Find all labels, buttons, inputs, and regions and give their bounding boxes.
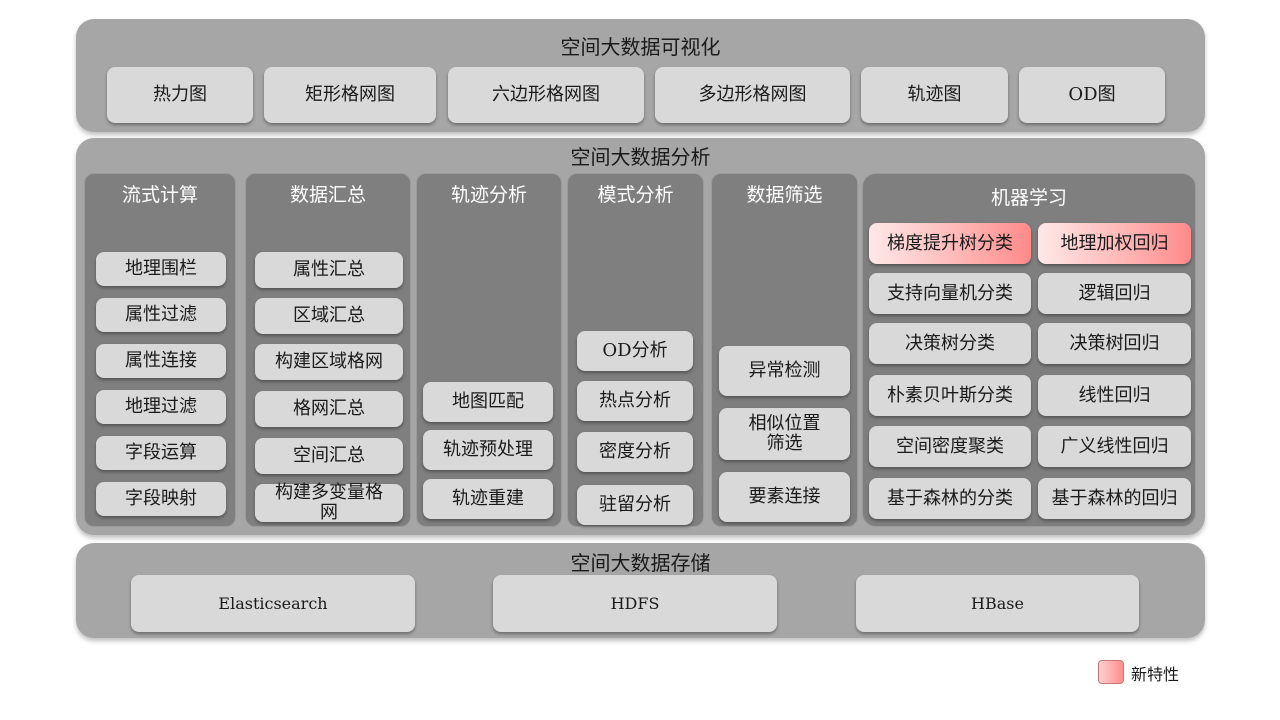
ml-right-item: 基于森林的回归 — [1038, 478, 1191, 519]
trajectory-column: 轨迹分析 地图匹配 轨迹预处理 轨迹重建 — [416, 173, 562, 527]
ml-left-item: 空间密度聚类 — [869, 426, 1031, 467]
filter-column: 数据筛选 异常检测 相似位置筛选 要素连接 — [711, 173, 858, 527]
storage-elasticsearch-box: Elasticsearch — [131, 575, 415, 632]
ml-right-item: 线性回归 — [1038, 375, 1191, 416]
storage-hbase-box: HBase — [856, 575, 1139, 632]
stream-item: 属性过滤 — [96, 298, 226, 332]
aggregation-item: 格网汇总 — [255, 391, 403, 427]
filter-title: 数据筛选 — [746, 184, 823, 206]
viz-hex-grid-box: 六边形格网图 — [448, 67, 644, 123]
filter-item: 相似位置筛选 — [719, 408, 850, 460]
ml-left-item: 支持向量机分类 — [869, 273, 1031, 314]
stream-item: 地理围栏 — [96, 252, 226, 286]
pattern-column: 模式分析 OD分析 热点分析 密度分析 驻留分析 — [567, 173, 704, 527]
ml-column: 机器学习 梯度提升树分类 支持向量机分类 决策树分类 朴素贝叶斯分类 空间密度聚… — [862, 173, 1196, 527]
analysis-panel: 空间大数据分析 流式计算 地理围栏 属性过滤 属性连接 地理过滤 字段运算 字段… — [76, 138, 1205, 535]
ml-right-item: 广义线性回归 — [1038, 426, 1191, 467]
viz-rect-grid-box: 矩形格网图 — [264, 67, 436, 123]
aggregation-item: 构建多变量格网 — [255, 483, 403, 522]
ml-left-item: 朴素贝叶斯分类 — [869, 375, 1031, 416]
ml-gbt-classification-box: 梯度提升树分类 — [869, 223, 1031, 264]
filter-item: 要素连接 — [719, 472, 850, 522]
pattern-item: 热点分析 — [577, 381, 693, 421]
pattern-item: 驻留分析 — [577, 485, 693, 525]
stream-title: 流式计算 — [121, 184, 198, 206]
filter-item: 异常检测 — [719, 346, 850, 396]
ml-gwr-box: 地理加权回归 — [1038, 223, 1191, 264]
ml-right-item: 决策树回归 — [1038, 323, 1191, 364]
viz-trajectory-box: 轨迹图 — [861, 67, 1008, 123]
viz-od-box: OD图 — [1019, 67, 1165, 123]
analysis-title: 空间大数据分析 — [570, 145, 711, 169]
new-feature-legend-swatch — [1098, 660, 1124, 684]
aggregation-item: 属性汇总 — [255, 252, 403, 288]
aggregation-item: 区域汇总 — [255, 298, 403, 334]
aggregation-title: 数据汇总 — [289, 184, 366, 206]
aggregation-column: 数据汇总 属性汇总 区域汇总 构建区域格网 格网汇总 空间汇总 构建多变量格网 — [245, 173, 411, 527]
trajectory-item: 轨迹重建 — [423, 479, 553, 519]
stream-item: 字段运算 — [96, 436, 226, 470]
stream-item: 地理过滤 — [96, 390, 226, 424]
ml-right-item: 逻辑回归 — [1038, 273, 1191, 314]
visualization-panel: 空间大数据可视化 热力图 矩形格网图 六边形格网图 多边形格网图 轨迹图 OD图 — [76, 19, 1205, 132]
stream-item: 属性连接 — [96, 344, 226, 378]
storage-title: 空间大数据存储 — [570, 551, 711, 575]
ml-title: 机器学习 — [990, 187, 1067, 209]
ml-left-item: 基于森林的分类 — [869, 478, 1031, 519]
stream-column: 流式计算 地理围栏 属性过滤 属性连接 地理过滤 字段运算 字段映射 — [84, 173, 236, 527]
pattern-title: 模式分析 — [597, 184, 674, 206]
trajectory-item: 地图匹配 — [423, 382, 553, 422]
new-feature-legend-label: 新特性 — [1131, 665, 1180, 684]
aggregation-item: 空间汇总 — [255, 438, 403, 474]
stream-item: 字段映射 — [96, 482, 226, 516]
visualization-title: 空间大数据可视化 — [560, 35, 721, 59]
viz-polygon-grid-box: 多边形格网图 — [655, 67, 850, 123]
viz-heatmap-box: 热力图 — [107, 67, 253, 123]
trajectory-title: 轨迹分析 — [450, 184, 527, 206]
storage-hdfs-box: HDFS — [493, 575, 777, 632]
aggregation-item: 构建区域格网 — [255, 344, 403, 380]
ml-left-item: 决策树分类 — [869, 323, 1031, 364]
pattern-item: 密度分析 — [577, 432, 693, 472]
storage-panel: 空间大数据存储 Elasticsearch HDFS HBase — [76, 543, 1205, 638]
pattern-item: OD分析 — [577, 331, 693, 371]
trajectory-item: 轨迹预处理 — [423, 430, 553, 470]
